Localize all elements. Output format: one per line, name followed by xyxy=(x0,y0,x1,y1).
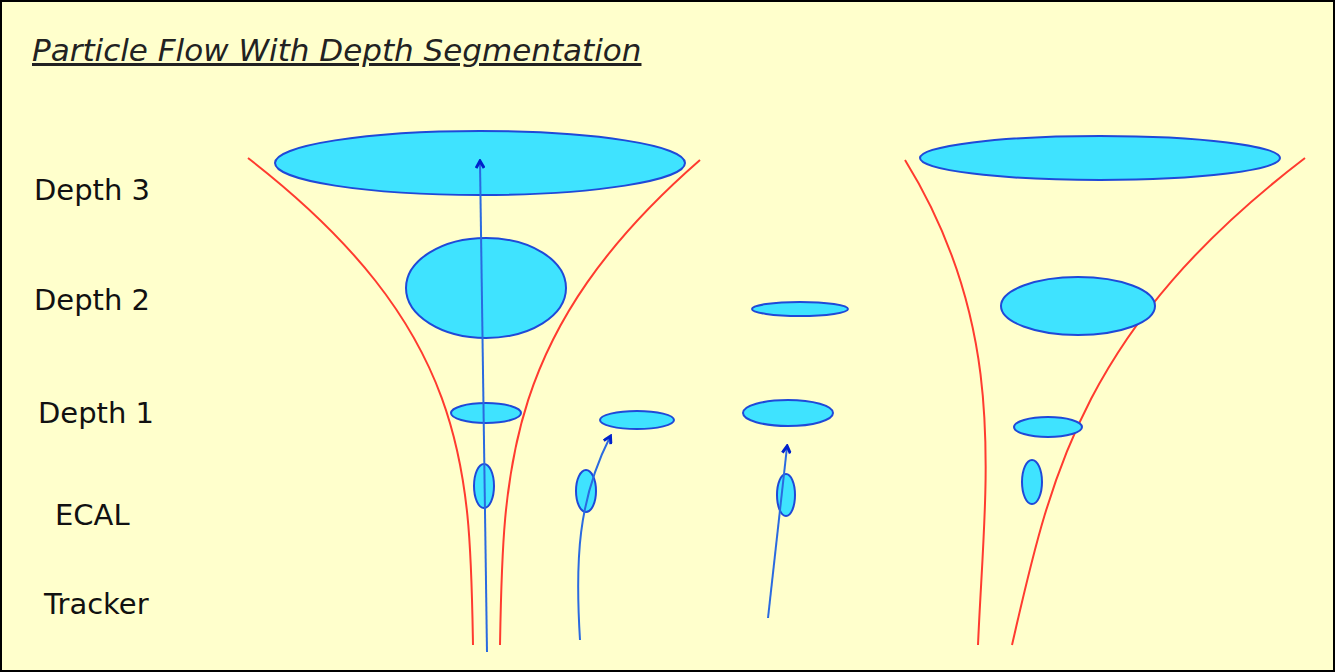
shower-envelope xyxy=(905,160,986,645)
particle-track xyxy=(480,162,487,652)
layer-label: Depth 3 xyxy=(34,173,150,207)
energy-deposit xyxy=(752,302,848,316)
layer-label: Depth 2 xyxy=(34,283,150,317)
layer-label: ECAL xyxy=(55,498,130,532)
shower-envelope xyxy=(248,158,473,645)
energy-deposit xyxy=(406,238,566,338)
energy-deposit xyxy=(1001,277,1155,335)
energy-deposit xyxy=(743,400,833,426)
diagram-title: Particle Flow With Depth Segmentation xyxy=(32,32,641,68)
energy-deposit xyxy=(451,403,521,423)
shower-envelope xyxy=(500,160,700,645)
shower-envelope xyxy=(1012,158,1305,645)
energy-deposit xyxy=(1014,417,1082,437)
layer-label: Tracker xyxy=(44,587,149,621)
particle-track xyxy=(768,447,787,618)
energy-deposit xyxy=(920,136,1280,180)
energy-deposit xyxy=(1022,460,1042,504)
particle-track xyxy=(578,437,610,640)
layer-label: Depth 1 xyxy=(38,396,154,430)
energy-deposit xyxy=(600,411,674,429)
